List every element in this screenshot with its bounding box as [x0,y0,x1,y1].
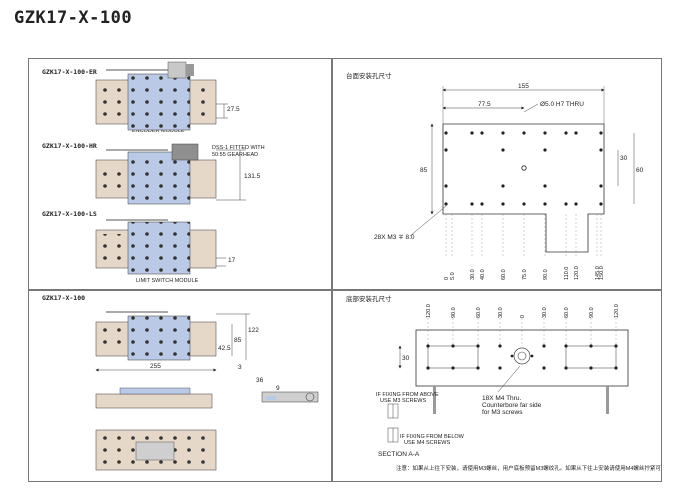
variant-label-base: GZK17-X-100 [42,294,86,302]
fix-above-1: IF FIXING FROM ABOVE [376,392,439,398]
x-tick-label: 75.0 [522,269,528,280]
x-tick-label: 150.0 [599,266,605,280]
dim-base-42-5: 42.5 [218,345,231,352]
top-tick-label: 30.0 [498,307,504,318]
bottom-view-drawing [95,429,217,471]
fix-above-2: USE M3 SCREWS [380,398,426,404]
dim-side-9: 9 [276,385,280,392]
dim-base-3: 3 [238,364,242,371]
limit-callout: LIMIT SWITCH MODULE [136,278,199,284]
top-tick-label: 120.0 [426,304,432,318]
section-aa: SECTION A-A [378,451,420,458]
dim-hr-height: 131.5 [244,173,261,180]
stage-base-drawing [95,311,217,361]
left-bottom-panel [28,290,332,482]
top-tick-label: 90.0 [589,307,595,318]
x-tick-label: 0 [444,277,450,280]
x-tick-label: 120.0 [574,266,580,280]
x-tick-label: 60.0 [501,269,507,280]
dim-width-155: 155 [518,83,529,90]
thread-callout: 28X M3 ∓ 8.0 [374,234,415,241]
dim-ls-height: 17 [228,257,236,264]
bottom-mount-title: 底部安装孔尺寸 [346,296,392,303]
dim-half-77-5: 77.5 [478,101,491,108]
page-title: GZK17-X-100 [14,8,133,28]
dim-base-255: 255 [150,363,161,370]
encoder-callout: ENCODER MODULE [132,128,185,134]
m4-callout-1: 18X M4 Thru. [482,395,521,402]
stage-hr-drawing [95,143,217,205]
m4-callout-3: for M3 screws [482,409,523,416]
right-top-panel [332,58,662,290]
top-tick-label: 90.0 [451,307,457,318]
top-tick-label: 120.0 [614,304,620,318]
x-tick-label: 145.0 [595,266,601,280]
dim-base-85: 85 [234,337,242,344]
top-tick-label: 60.0 [564,307,570,318]
variant-label-ls: GZK17-X-100-LS [42,210,97,218]
dss-callout: DSS-1 FITTED WITH [212,145,265,151]
variant-label-hr: GZK17-X-100-HR [42,142,97,150]
stage-er-drawing [95,61,217,131]
dim-30: 30 [620,155,628,162]
dim-height-85: 85 [420,167,428,174]
side-view-drawing [95,387,319,409]
left-top-panel [28,58,332,290]
top-tick-labels: 120.0 90.0 60.0 30.0 0 30.0 60.0 90.0 120.0 [426,304,620,318]
m4-callout-2: Counterbore far side [482,402,542,409]
dim-er-height: 27.5 [227,106,240,113]
x-tick-label: 40.0 [480,269,486,280]
gearhead-callout: 50:55 GEARHEAD [212,152,259,158]
base-mount-drawing [387,318,629,443]
fix-below-2: USE M4 SCREWS [404,440,450,446]
top-tick-label: 30.0 [542,307,548,318]
hole-callout: Ø5.0 H7 THRU [540,101,584,108]
table-mount-drawing [409,86,635,258]
x-tick-label: 5.0 [450,272,456,280]
dim-60: 60 [636,167,644,174]
top-tick-label: 0 [520,315,526,318]
dim-base-122: 122 [248,327,259,334]
x-tick-label: 30.0 [470,269,476,280]
fix-below-1: IF FIXING FROM BELOW [400,434,465,440]
right-bottom-panel [332,290,662,482]
stage-ls-drawing [95,219,217,275]
x-tick-label: 90.0 [543,269,549,280]
dim-side-36: 36 [256,377,264,384]
x-tick-label: 110.0 [564,267,570,280]
dim-30-bottom: 30 [402,355,410,362]
top-mount-title: 台面安装孔尺寸 [346,73,392,80]
top-tick-label: 60.0 [476,307,482,318]
mounting-note: 注意：如果从上往下安装，请使用M3螺丝，用户底板预留M3螺纹孔。如果从下往上安装… [396,466,661,472]
variant-label-er: GZK17-X-100-ER [42,68,97,76]
